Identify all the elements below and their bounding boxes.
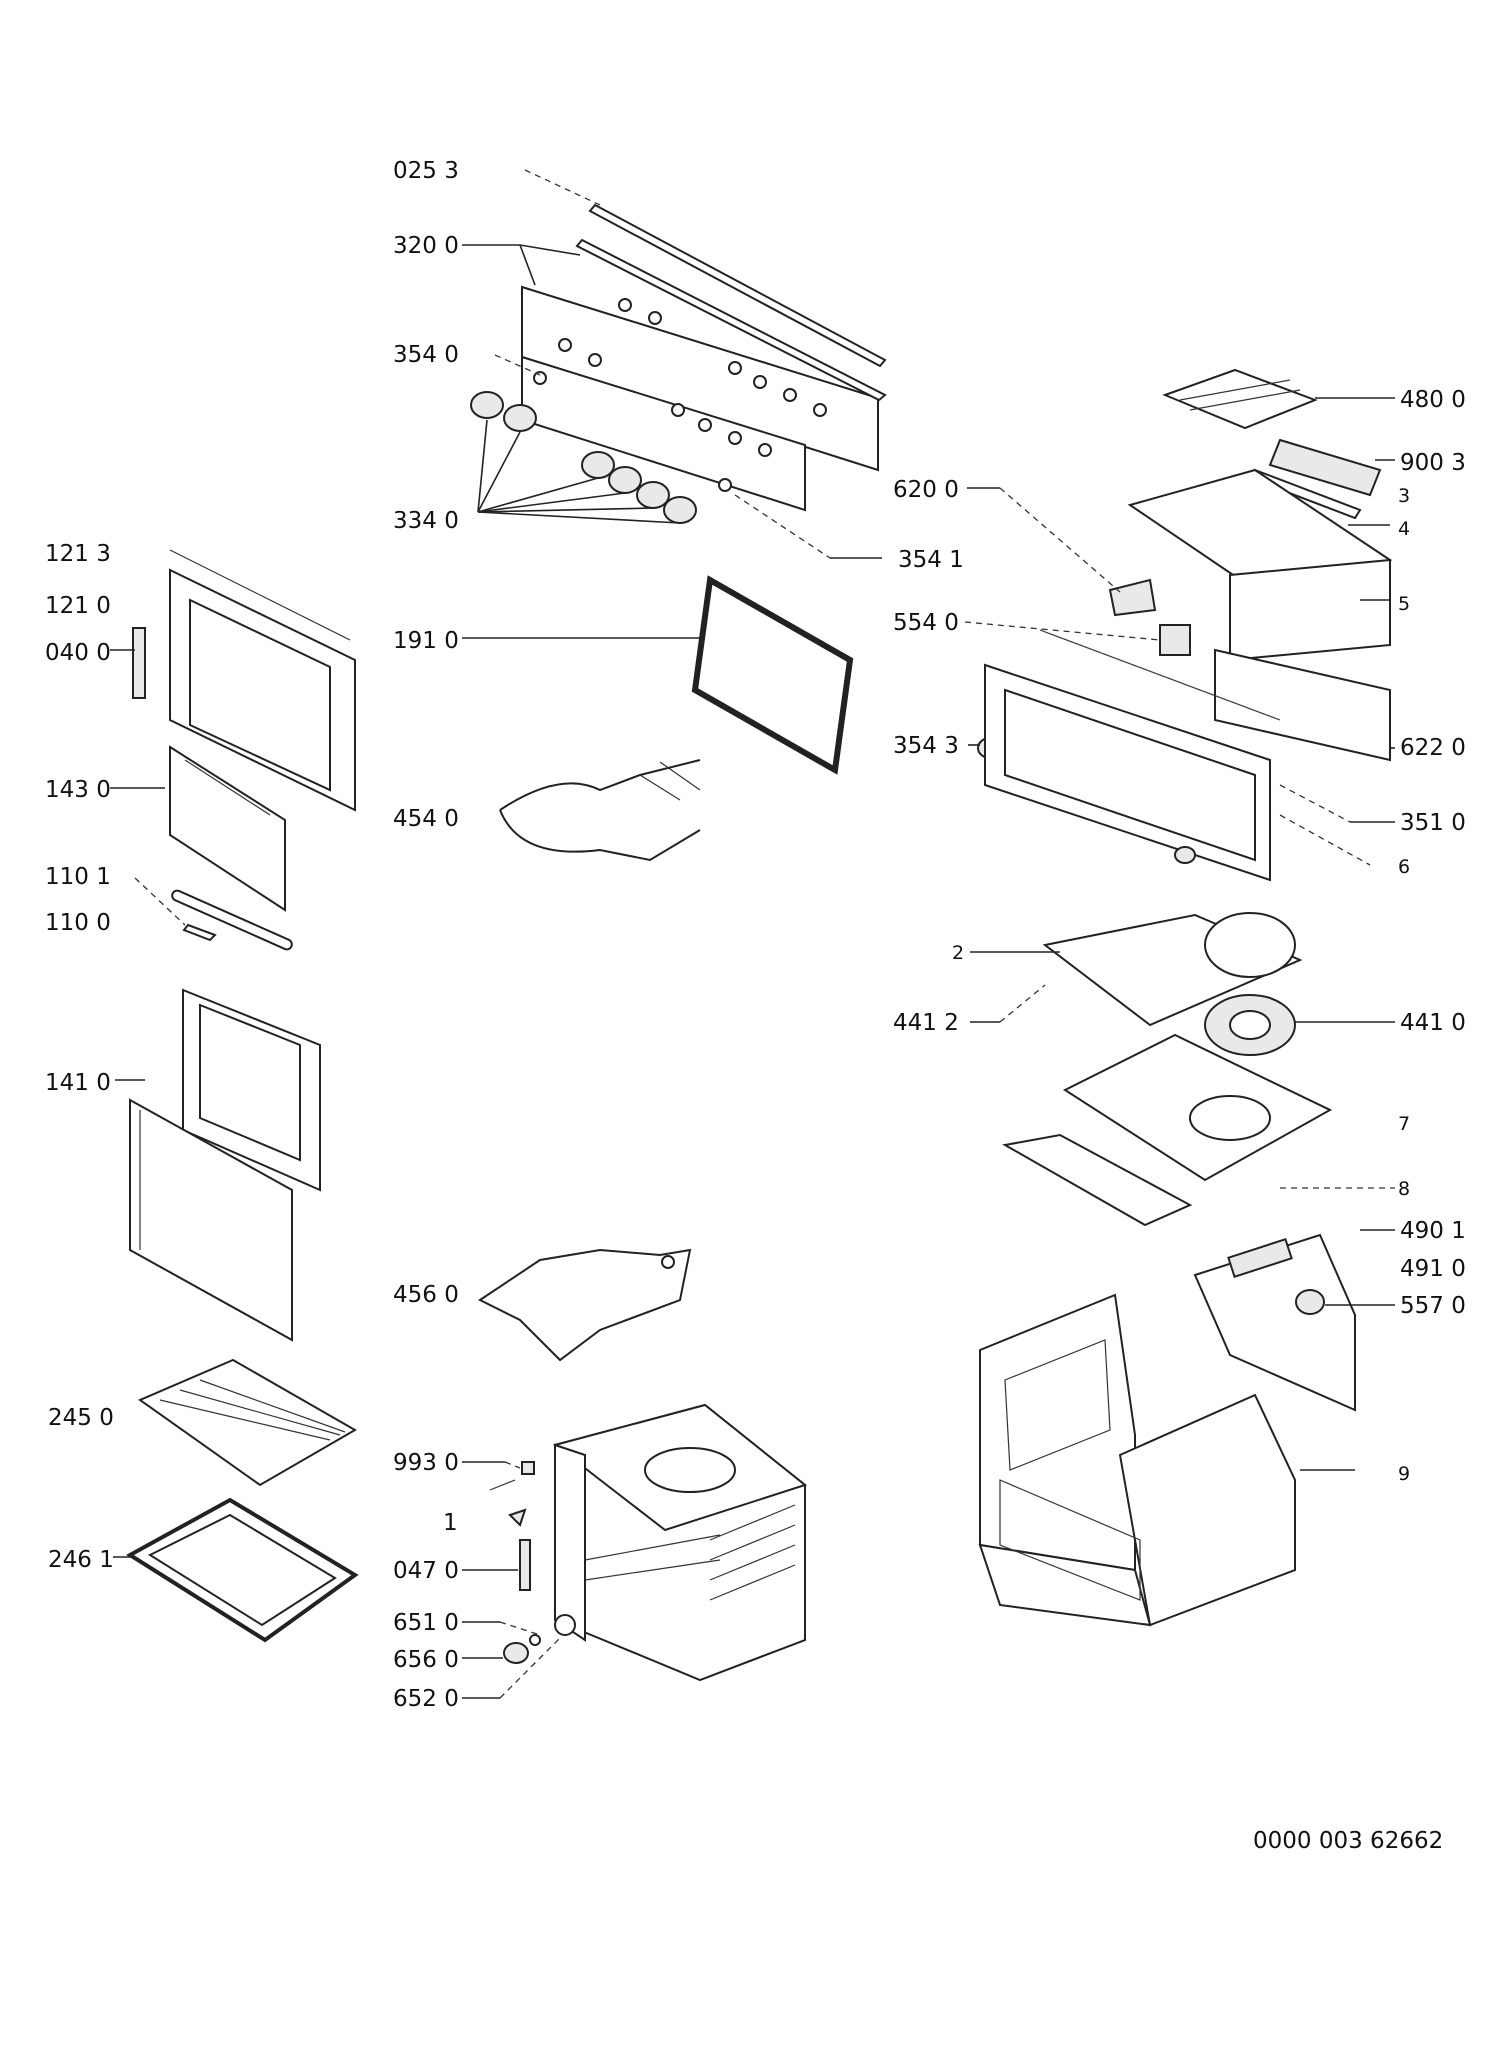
door-handle bbox=[171, 889, 293, 951]
connector-490 bbox=[1227, 1237, 1293, 1279]
thermostat-554 bbox=[1159, 624, 1191, 656]
control-panel-assembly bbox=[521, 203, 887, 512]
back-panel bbox=[1193, 1233, 1356, 1412]
outer-case bbox=[978, 1233, 1356, 1627]
label-620-0: 620 0 bbox=[893, 477, 959, 503]
case-right-side bbox=[1118, 1393, 1296, 1627]
label-9: 9 bbox=[1398, 1463, 1410, 1485]
label-047-0: 047 0 bbox=[393, 1558, 459, 1584]
door-seal-191 bbox=[691, 575, 854, 775]
label-320-0: 320 0 bbox=[393, 233, 459, 259]
label-441-0: 441 0 bbox=[1400, 1010, 1466, 1036]
control-panel-leaders bbox=[462, 169, 882, 559]
door-glass-assembly bbox=[129, 549, 356, 1342]
label-191-0: 191 0 bbox=[393, 628, 459, 654]
label-4: 4 bbox=[1398, 518, 1410, 540]
electronics-leaders bbox=[964, 397, 1395, 866]
label-651-0: 651 0 bbox=[393, 1610, 459, 1636]
rod-047 bbox=[519, 1539, 531, 1591]
label-246-1: 246 1 bbox=[48, 1547, 114, 1573]
label-3: 3 bbox=[1398, 485, 1410, 507]
module-3 bbox=[1268, 438, 1382, 497]
label-143-0: 143 0 bbox=[45, 777, 111, 803]
label-5: 5 bbox=[1398, 593, 1410, 615]
motor-557 bbox=[1295, 1289, 1325, 1315]
label-557-0: 557 0 bbox=[1400, 1293, 1466, 1319]
lower-heater-456 bbox=[478, 1248, 692, 1362]
front-frame-6 bbox=[984, 629, 1281, 882]
label-490-1: 490 1 bbox=[1400, 1218, 1466, 1244]
terminal-block-480 bbox=[1162, 368, 1318, 430]
label-354-0: 354 0 bbox=[393, 342, 459, 368]
trim-strip bbox=[575, 238, 887, 402]
switch-block-622 bbox=[1214, 648, 1391, 762]
panel-spring bbox=[533, 371, 547, 385]
label-121-3: 121 3 bbox=[45, 541, 111, 567]
wire-shelf-245 bbox=[137, 1358, 358, 1487]
control-panel-front bbox=[521, 355, 806, 512]
label-993-0: 993 0 bbox=[393, 1450, 459, 1476]
label-900-3: 900 3 bbox=[1400, 450, 1466, 476]
label-2: 2 bbox=[952, 942, 964, 964]
baking-tray-246 bbox=[126, 1497, 359, 1643]
label-354-1: 354 1 bbox=[898, 547, 964, 573]
label-110-0: 110 0 bbox=[45, 910, 111, 936]
glass-frame-1430 bbox=[169, 745, 286, 912]
label-025-3: 025 3 bbox=[393, 158, 459, 184]
case-left-side bbox=[979, 1293, 1136, 1572]
cavity-leaders bbox=[462, 1461, 561, 1699]
label-554-0: 554 0 bbox=[893, 610, 959, 636]
oven-cavity bbox=[552, 1403, 808, 1682]
bracket-5 bbox=[1229, 558, 1391, 662]
case-leaders bbox=[1300, 1229, 1395, 1471]
label-334-0: 334 0 bbox=[393, 508, 459, 534]
label-354-3: 354 3 bbox=[893, 733, 959, 759]
fan-leaders bbox=[970, 951, 1395, 1189]
grill-element-454 bbox=[499, 759, 701, 862]
label-1: 1 bbox=[443, 1510, 458, 1536]
label-121-0: 121 0 bbox=[45, 593, 111, 619]
relay-620 bbox=[1108, 578, 1157, 617]
lamp-holder bbox=[521, 1461, 535, 1475]
top-trim-rod bbox=[588, 203, 887, 368]
door-outer-glass bbox=[129, 1098, 293, 1342]
label-456-0: 456 0 bbox=[393, 1282, 459, 1308]
fan-assembly bbox=[1002, 912, 1333, 1227]
lamp-cover-656 bbox=[503, 1642, 529, 1664]
strip-8 bbox=[1002, 1133, 1193, 1227]
label-141-0: 141 0 bbox=[45, 1070, 111, 1096]
label-351-0: 351 0 bbox=[1400, 810, 1466, 836]
clip-1101 bbox=[182, 923, 217, 942]
label-8: 8 bbox=[1398, 1178, 1410, 1200]
door-leaders bbox=[110, 649, 186, 1081]
panel-spring-small bbox=[718, 478, 732, 492]
label-441-2: 441 2 bbox=[893, 1010, 959, 1036]
label-110-1: 110 1 bbox=[45, 864, 111, 890]
cavity-small-parts bbox=[489, 1461, 576, 1664]
label-6: 6 bbox=[1398, 856, 1410, 878]
hinge bbox=[132, 627, 146, 699]
label-454-0: 454 0 bbox=[393, 806, 459, 832]
label-656-0: 656 0 bbox=[393, 1647, 459, 1673]
label-491-0: 491 0 bbox=[1400, 1256, 1466, 1282]
label-7: 7 bbox=[1398, 1113, 1410, 1135]
label-622-0: 622 0 bbox=[1400, 735, 1466, 761]
label-652-0: 652 0 bbox=[393, 1686, 459, 1712]
part-labels: 025 3 320 0 354 0 334 0 354 1 121 3 121 … bbox=[45, 158, 1466, 1712]
document-code: 0000 003 62662 bbox=[1253, 1828, 1443, 1854]
electronics-assembly bbox=[977, 368, 1393, 762]
label-040-0: 040 0 bbox=[45, 640, 111, 666]
label-245-0: 245 0 bbox=[48, 1405, 114, 1431]
lamp-651 bbox=[554, 1614, 576, 1636]
control-panel-fascia bbox=[521, 285, 879, 472]
label-480-0: 480 0 bbox=[1400, 387, 1466, 413]
